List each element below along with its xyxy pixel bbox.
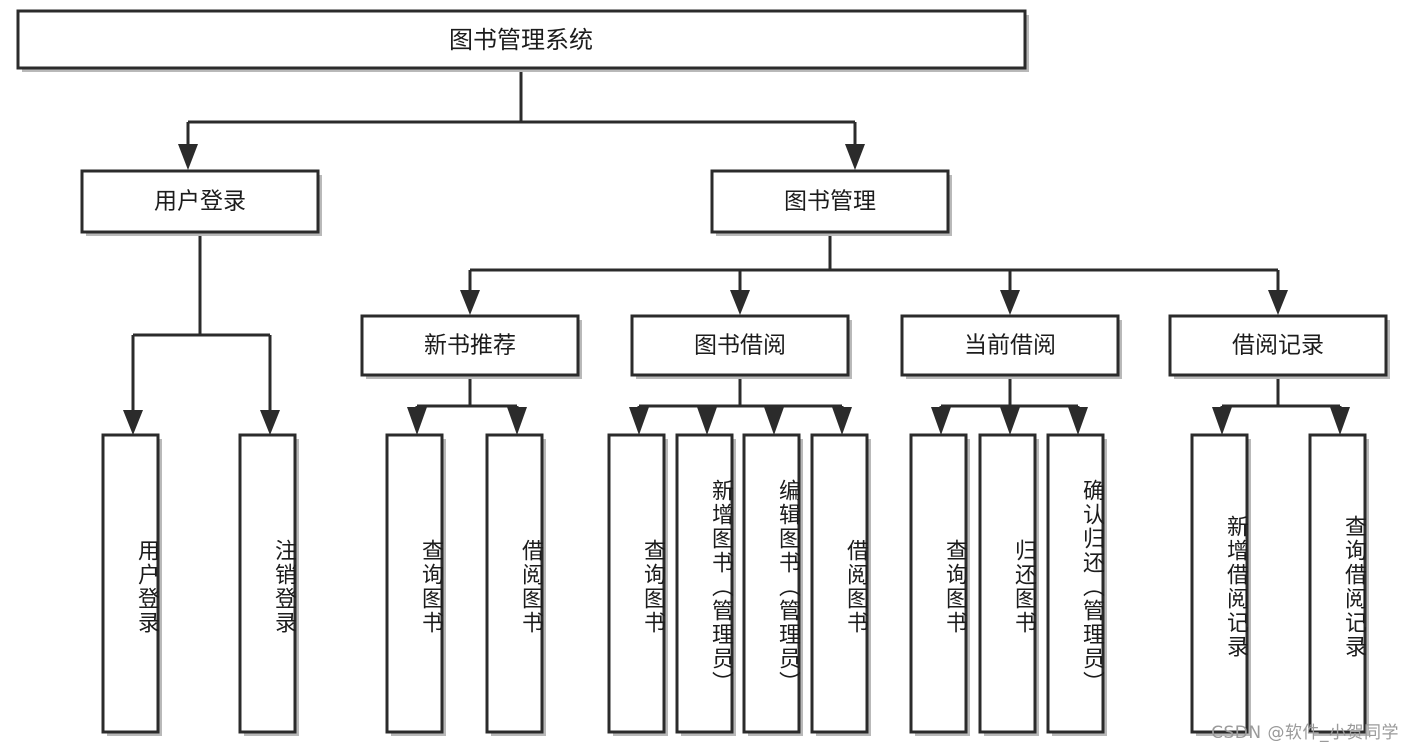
node-leaf-query-book-2[interactable] [607, 433, 668, 736]
node-leaf-edit-book-admin[interactable] [742, 433, 803, 736]
node-leaf-user-login[interactable] [101, 433, 162, 736]
node-leaf-query-book-3[interactable] [909, 433, 970, 736]
node-user-login[interactable]: 用户登录 [80, 169, 322, 236]
connector-root-to-level2 [178, 68, 865, 170]
node-borrow-record-label: 借阅记录 [1232, 333, 1324, 359]
node-user-login-label: 用户登录 [154, 189, 246, 215]
node-root-system-label: 图书管理系统 [449, 26, 593, 54]
node-leaf-borrow-book-2[interactable] [810, 433, 871, 736]
connector-bookmgmt-to-level3 [460, 233, 1288, 315]
node-root-system[interactable]: 图书管理系统 [16, 9, 1029, 72]
node-book-borrow-label: 图书借阅 [694, 333, 786, 359]
node-leaf-add-book-admin[interactable] [675, 433, 736, 736]
watermark-text: CSDN @软件_小贺同学 [1211, 723, 1399, 743]
node-leaf-borrow-book-1[interactable] [485, 433, 546, 736]
node-leaf-add-borrow-record[interactable] [1190, 433, 1251, 736]
node-leaf-logout-login[interactable] [238, 433, 299, 736]
node-leaf-query-borrow-record[interactable] [1308, 433, 1369, 736]
node-leaf-query-book-1[interactable] [385, 433, 446, 736]
node-leaf-return-book[interactable] [978, 433, 1039, 736]
node-book-borrow[interactable]: 图书借阅 [630, 314, 852, 379]
node-book-management-label: 图书管理 [784, 189, 876, 215]
connector-newbook-to-leaves [407, 375, 527, 435]
connector-borrowrecord-to-leaves [1212, 375, 1350, 435]
connector-userlogin-to-leaves [123, 233, 280, 435]
node-current-borrow[interactable]: 当前借阅 [900, 314, 1122, 379]
connector-bookborrow-to-leaves [629, 375, 852, 435]
connector-currentborrow-to-leaves [931, 375, 1088, 435]
node-borrow-record[interactable]: 借阅记录 [1168, 314, 1390, 379]
node-leaf-confirm-return-admin[interactable] [1046, 433, 1107, 736]
node-new-book-recommend-label: 新书推荐 [424, 333, 516, 359]
node-new-book-recommend[interactable]: 新书推荐 [360, 314, 582, 379]
node-current-borrow-label: 当前借阅 [964, 333, 1056, 359]
node-book-management[interactable]: 图书管理 [710, 169, 952, 236]
